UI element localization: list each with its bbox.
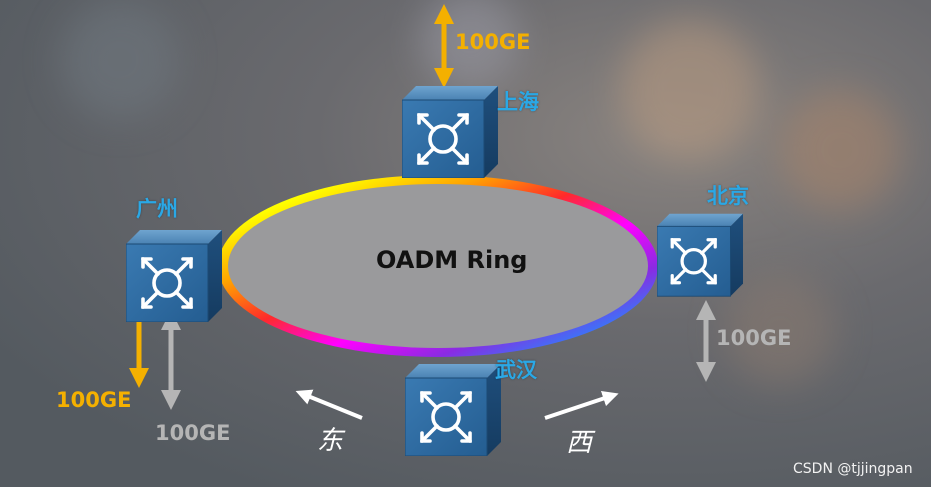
east-direction-arrow	[295, 389, 363, 420]
node-label-beijing: 北京	[707, 184, 749, 208]
guangzhou-drop-bandwidth-label: 100GE	[155, 421, 231, 445]
node-label-guangzhou: 广州	[136, 197, 178, 221]
guangzhou-switch-icon	[126, 230, 222, 322]
beijing-switch-icon	[657, 212, 743, 298]
guangzhou-add-bandwidth-label: 100GE	[56, 388, 132, 412]
beijing-bandwidth-label: 100GE	[716, 326, 792, 350]
node-label-shanghai: 上海	[497, 90, 539, 114]
direction-label-east: 东	[317, 426, 344, 456]
ring-title: OADM Ring	[376, 246, 528, 274]
node-label-wuhan: 武汉	[495, 358, 537, 382]
west-direction-arrow	[544, 390, 619, 420]
shanghai-switch-icon	[402, 86, 498, 178]
ring-interior	[228, 184, 648, 348]
shanghai-bandwidth-label: 100GE	[455, 30, 531, 54]
direction-label-west: 西	[566, 428, 593, 458]
wuhan-switch-icon	[405, 364, 501, 456]
background-bokeh	[60, 0, 900, 385]
watermark: CSDN @tjjingpan	[793, 461, 913, 477]
